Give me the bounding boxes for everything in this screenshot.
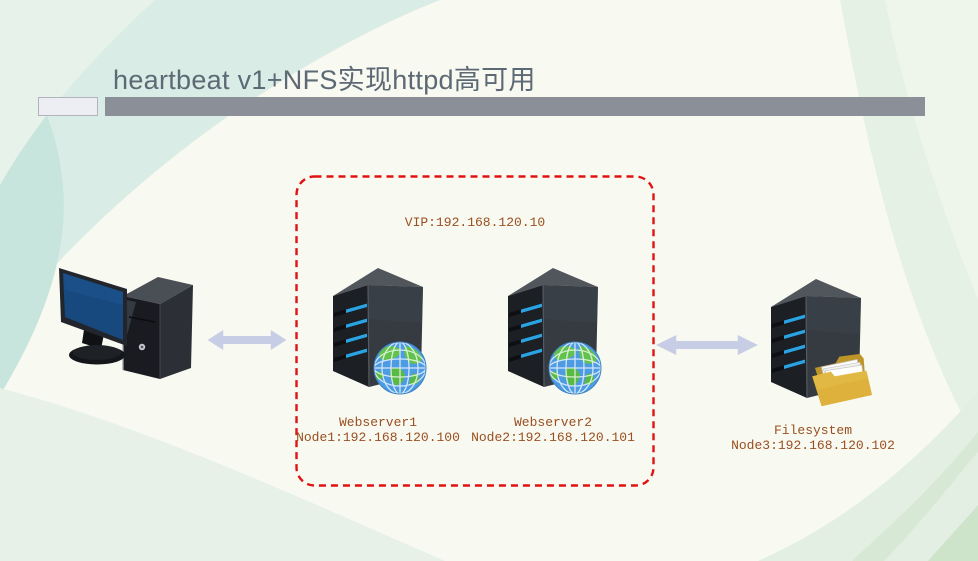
webserver1-label: Webserver1 Node1:192.168.120.100: [268, 415, 488, 445]
cluster-storage-link-arrow-icon: [656, 335, 758, 355]
webserver2-address: Node2:192.168.120.101: [471, 430, 635, 445]
webserver2-label: Webserver2 Node2:192.168.120.101: [443, 415, 663, 445]
filesystem-label: Filesystem Node3:192.168.120.102: [703, 423, 923, 453]
title-underline-bar: [105, 97, 925, 116]
globe-icon: [372, 340, 428, 396]
slide-title: heartbeat v1+NFS实现httpd高可用: [113, 65, 536, 95]
client-cluster-link-arrow-icon: [207, 330, 287, 350]
title-accent-chip: [38, 97, 98, 116]
globe-icon: [547, 340, 603, 396]
webserver2-name: Webserver2: [513, 415, 592, 430]
folder-icon: [810, 352, 878, 410]
filesystem-address: Node3:192.168.120.102: [731, 438, 895, 453]
ha-cluster-boundary: VIP:192.168.120.10: [295, 175, 655, 487]
filesystem-name: Filesystem: [773, 423, 852, 438]
desktop-computer-icon: [57, 265, 197, 380]
cluster-dashed-border: [295, 175, 655, 487]
webserver1-name: Webserver1: [338, 415, 417, 430]
webserver1-address: Node1:192.168.120.100: [296, 430, 460, 445]
vip-address-label: VIP:192.168.120.10: [404, 215, 546, 230]
